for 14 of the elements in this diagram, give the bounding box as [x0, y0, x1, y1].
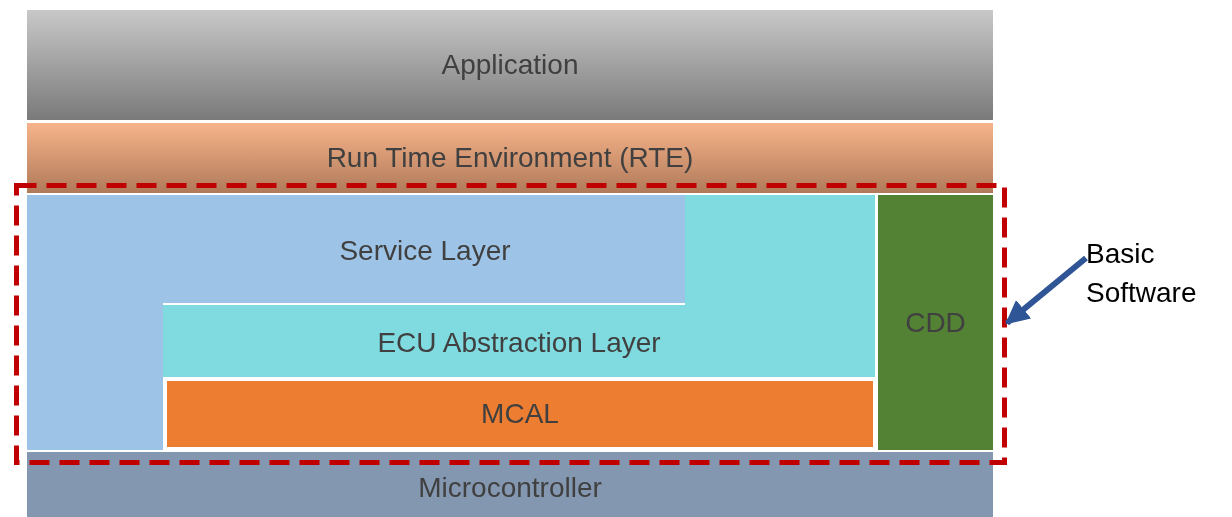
layer-band	[27, 452, 993, 517]
layer-band	[27, 10, 993, 120]
layer-label: Microcontroller	[418, 471, 602, 504]
layer-label: Service Layer	[339, 235, 511, 267]
layer-band	[27, 123, 993, 193]
arrow	[1005, 255, 1088, 326]
layer-label: MCAL	[481, 398, 559, 430]
annotation-text: Basic Software	[1086, 234, 1226, 312]
layer-label: Application	[441, 49, 579, 81]
layer-band	[878, 195, 993, 450]
layer-band	[167, 381, 873, 447]
layer-label: ECU Abstraction Layer	[377, 327, 661, 359]
layer-label: CDD	[905, 306, 966, 339]
layer-label: Run Time Environment (RTE)	[326, 142, 694, 174]
